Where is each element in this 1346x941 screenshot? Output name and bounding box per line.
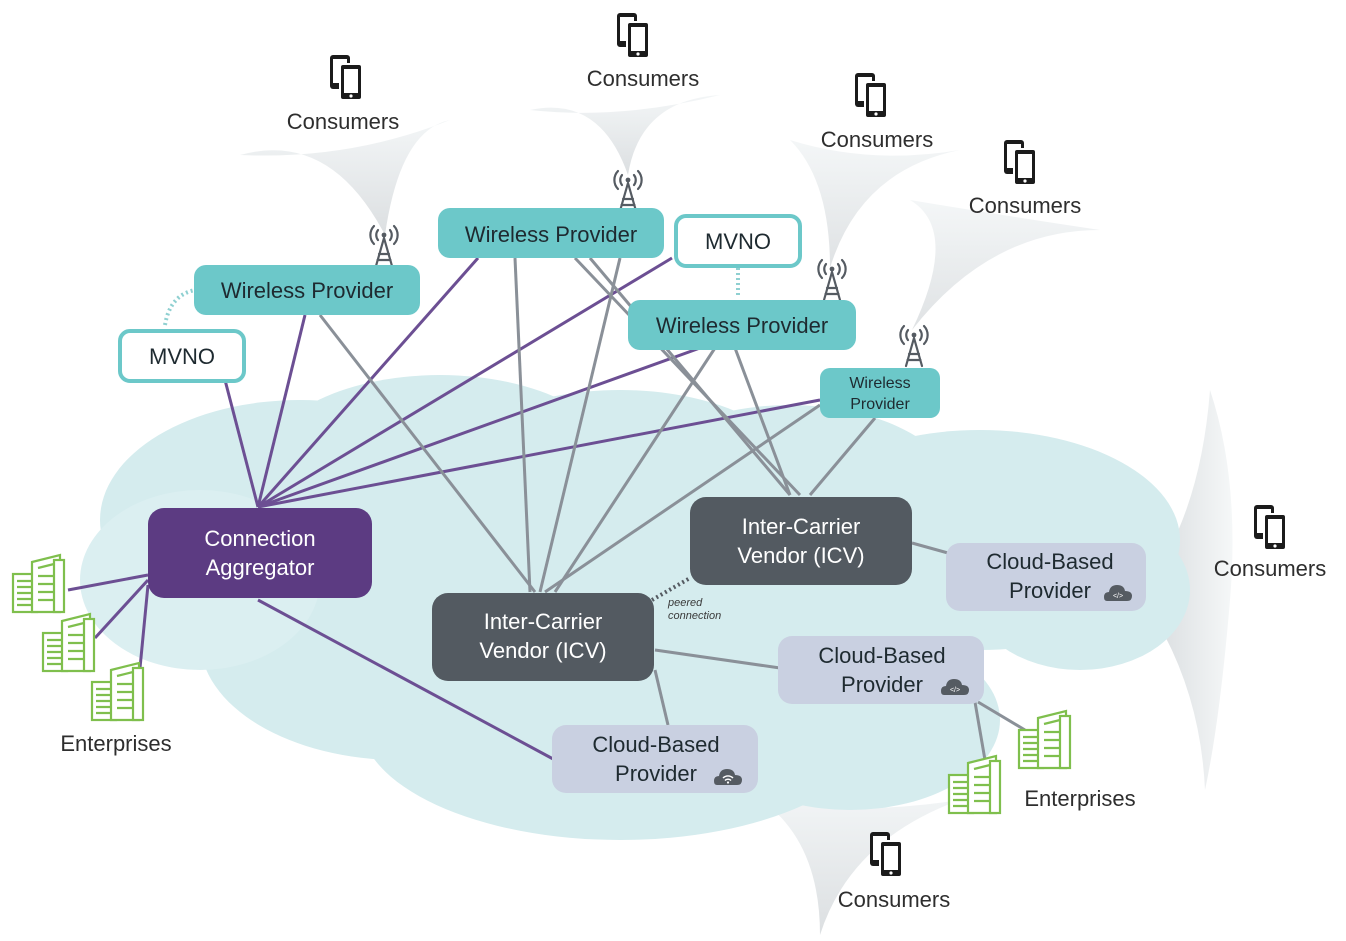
mvno-label: MVNO (705, 229, 771, 254)
office-buildings-icon (11, 553, 66, 614)
mvno-node[interactable]: MVNO (118, 329, 246, 383)
connection-aggregator-node[interactable]: Connection Aggregator (148, 508, 372, 598)
enterprises-group: Enterprises (11, 553, 172, 756)
cell-tower-icon (817, 258, 847, 302)
wireless-provider-label-line2: Provider (850, 396, 910, 413)
smartphones-icon (869, 831, 903, 878)
consumers-label: Consumers (838, 887, 950, 912)
consumers-group: Consumers (587, 12, 699, 91)
enterprises-group: Enterprises (947, 709, 1136, 815)
icv-label-line1: Inter-Carrier (484, 609, 603, 634)
consumers-group: Consumers (969, 139, 1081, 218)
peered-connection-label-line1: peered (667, 597, 703, 609)
consumers-group: Consumers (287, 54, 399, 134)
cloud-based-provider-node[interactable]: Cloud-Based Provider (552, 725, 758, 793)
icv-node[interactable]: Inter-Carrier Vendor (ICV) (690, 497, 912, 585)
consumers-group: Consumers (838, 831, 950, 912)
consumers-label: Consumers (969, 193, 1081, 218)
mvno-node[interactable]: MVNO (674, 214, 802, 268)
wireless-provider-label-line1: Wireless (849, 375, 910, 392)
office-buildings-icon (1017, 709, 1072, 770)
consumers-label: Consumers (587, 66, 699, 91)
cloud-based-provider-node[interactable]: Cloud-Based Provider (946, 543, 1146, 611)
smartphones-icon (329, 54, 363, 101)
cloud-provider-label-line1: Cloud-Based (592, 732, 719, 757)
cloud-provider-label-line2: Provider (615, 761, 697, 786)
wireless-provider-node[interactable]: Wireless Provider (438, 208, 664, 258)
icv-label-line1: Inter-Carrier (742, 514, 861, 539)
smartphones-icon (854, 72, 888, 119)
cell-tower-icon (899, 324, 929, 368)
cloud-provider-label-line1: Cloud-Based (986, 549, 1113, 574)
cloud-provider-label-line2: Provider (1009, 578, 1091, 603)
icv-label-line2: Vendor (ICV) (737, 543, 864, 568)
smartphones-icon (1253, 504, 1287, 551)
cell-tower-icon (613, 169, 643, 213)
mvno-label: MVNO (149, 344, 215, 369)
wireless-provider-node[interactable]: Wireless Provider (194, 265, 420, 315)
consumers-group: Consumers (821, 72, 933, 152)
consumers-label: Consumers (821, 127, 933, 152)
peered-connection-label-line2: connection (668, 610, 721, 622)
wireless-provider-node[interactable]: Wireless Provider (628, 300, 856, 350)
cloud-provider-label-line2: Provider (841, 672, 923, 697)
wireless-provider-label: Wireless Provider (221, 278, 393, 303)
consumers-label: Consumers (287, 109, 399, 134)
connection-aggregator-label-line1: Connection (204, 526, 315, 551)
cloud-provider-label-line1: Cloud-Based (818, 643, 945, 668)
smartphones-icon (1003, 139, 1037, 186)
smartphones-icon (616, 12, 650, 59)
wireless-provider-label: Wireless Provider (465, 222, 637, 247)
icv-node[interactable]: Inter-Carrier Vendor (ICV) (432, 593, 654, 681)
wireless-provider-label: Wireless Provider (656, 313, 828, 338)
consumers-label: Consumers (1214, 556, 1326, 581)
icv-label-line2: Vendor (ICV) (479, 638, 606, 663)
consumers-group: Consumers (1214, 504, 1326, 581)
connection-aggregator-label-line2: Aggregator (206, 555, 315, 580)
cloud-based-provider-node[interactable]: Cloud-Based Provider (778, 636, 984, 704)
wireless-provider-node-small[interactable]: Wireless Provider (820, 368, 940, 418)
enterprises-label: Enterprises (1024, 786, 1135, 811)
office-buildings-icon (41, 612, 96, 673)
office-buildings-icon (90, 661, 145, 722)
enterprises-label: Enterprises (60, 731, 171, 756)
connection-lines (67, 256, 1026, 762)
